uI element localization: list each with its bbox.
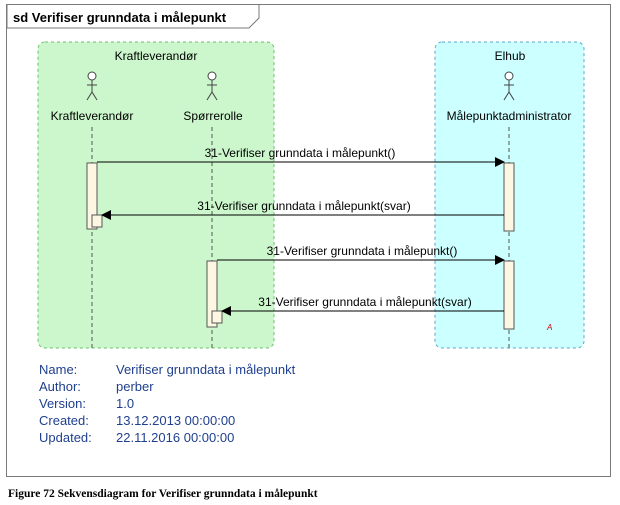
note-mark: A (546, 323, 552, 332)
diagram-frame: sd Verifiser grunndata i målepunkt Kraft… (6, 4, 611, 477)
message-3-label: 31-Verifiser grunndata i målepunkt() (267, 244, 458, 258)
frame-title-tab (7, 5, 260, 29)
detail-value: 1.0 (116, 396, 135, 411)
detail-row-updated: Updated: 22.11.2016 00:00:00 (39, 429, 295, 446)
activation-malepunktadministrator-1 (503, 162, 515, 232)
message-2-label: 31-Verifiser grunndata i målepunkt(svar) (197, 199, 410, 213)
detail-row-name: Name: Verifiser grunndata i målepunkt (39, 361, 295, 378)
detail-key: Created: (39, 413, 89, 428)
detail-value: Verifiser grunndata i målepunkt (116, 362, 296, 377)
detail-row-version: Version: 1.0 (39, 395, 295, 412)
group-kraftleverandor-label: Kraftleverandør (115, 49, 198, 63)
activation-sporrerolle-return (211, 310, 223, 324)
detail-key: Author: (39, 379, 81, 394)
detail-value: 13.12.2013 00:00:00 (116, 413, 236, 428)
detail-key: Name: (39, 362, 78, 377)
activation-malepunktadministrator-2 (503, 260, 515, 330)
activation-kraftleverandor-return (91, 214, 103, 228)
message-1-label: 31-Verifiser grunndata i målepunkt() (205, 146, 396, 160)
figure-caption: Figure 72 Sekvensdiagram for Verifiser g… (8, 488, 318, 500)
activation-sporrerolle (206, 260, 218, 328)
group-kraftleverandor (37, 41, 275, 349)
actor-malepunktadministrator-label: Målepunktadministrator (447, 109, 572, 123)
actor-sporrerolle-label: Spørrerolle (183, 109, 243, 123)
detail-row-author: Author: perber (39, 378, 295, 395)
actor-malepunktadministrator: Målepunktadministrator (447, 71, 572, 123)
detail-key: Version: (39, 396, 86, 411)
activation-kraftleverandor (86, 162, 98, 230)
message-4-label: 31-Verifiser grunndata i målepunkt(svar) (258, 295, 471, 309)
sequence-diagram: sd Verifiser grunndata i målepunkt Kraft… (7, 5, 585, 349)
detail-row-created: Created: 13.12.2013 00:00:00 (39, 412, 295, 429)
detail-key: Updated: (39, 430, 92, 445)
group-elhub-label: Elhub (495, 49, 526, 63)
actor-kraftleverandor: Kraftleverandør (51, 71, 134, 123)
frame-title: sd Verifiser grunndata i målepunkt (13, 10, 227, 25)
detail-value: 22.11.2016 00:00:00 (116, 430, 235, 445)
actor-sporrerolle: Spørrerolle (183, 71, 243, 123)
detail-value: perber (116, 379, 154, 394)
diagram-details: Name: Verifiser grunndata i målepunkt Au… (39, 361, 295, 446)
actor-kraftleverandor-label: Kraftleverandør (51, 109, 134, 123)
